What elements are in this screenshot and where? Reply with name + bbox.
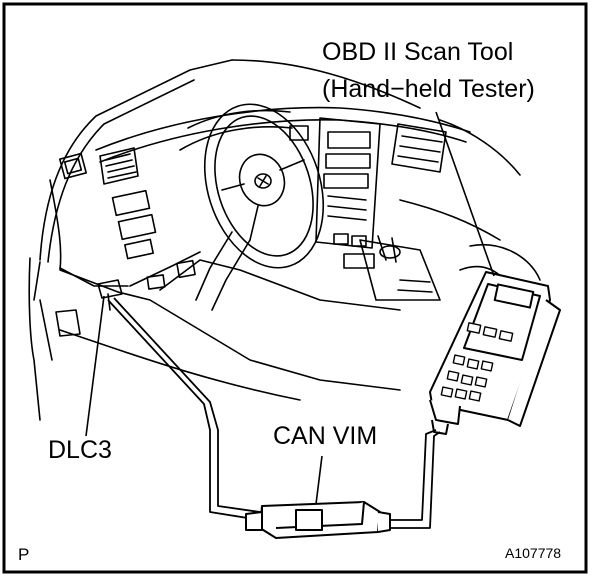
instrument-hood (187, 109, 291, 129)
right-dash (399, 199, 501, 241)
scan-tool-label: OBD II Scan Tool (322, 38, 514, 66)
shifter-console (359, 239, 441, 301)
scan-tool-leader (435, 111, 495, 277)
dlc3-label: DLC3 (48, 436, 112, 464)
dlc3-connector (97, 279, 123, 299)
can-vim-leader (315, 455, 323, 505)
left-dash-panel (49, 179, 119, 293)
can-vim-label: CAN VIM (273, 422, 378, 450)
footwell (117, 291, 401, 391)
right-vent (391, 123, 447, 173)
steering-hub (238, 153, 286, 207)
center-stack (315, 117, 381, 249)
center-left-vent (99, 147, 139, 185)
scan-tool-sublabel: (Hand−held Tester) (322, 75, 535, 103)
steering-wheel-rim (203, 103, 325, 269)
pedal-left (146, 274, 166, 290)
steering-column (195, 231, 233, 301)
door-frame (28, 257, 41, 421)
can-vim-module (245, 501, 391, 539)
left-vent (58, 152, 88, 180)
dashboard-top (95, 106, 471, 151)
a-pillar (39, 59, 233, 261)
dlc3-cable (107, 297, 261, 521)
figure-code: A107778 (505, 545, 562, 561)
dlc3-leader (85, 295, 105, 437)
left-switch-cluster (111, 189, 151, 217)
scan-tool-device (429, 271, 561, 435)
scan-tool-cable (384, 429, 441, 529)
corner-mark: P (18, 545, 30, 564)
pedal-brake (176, 259, 196, 279)
diagram-border (2, 2, 588, 574)
